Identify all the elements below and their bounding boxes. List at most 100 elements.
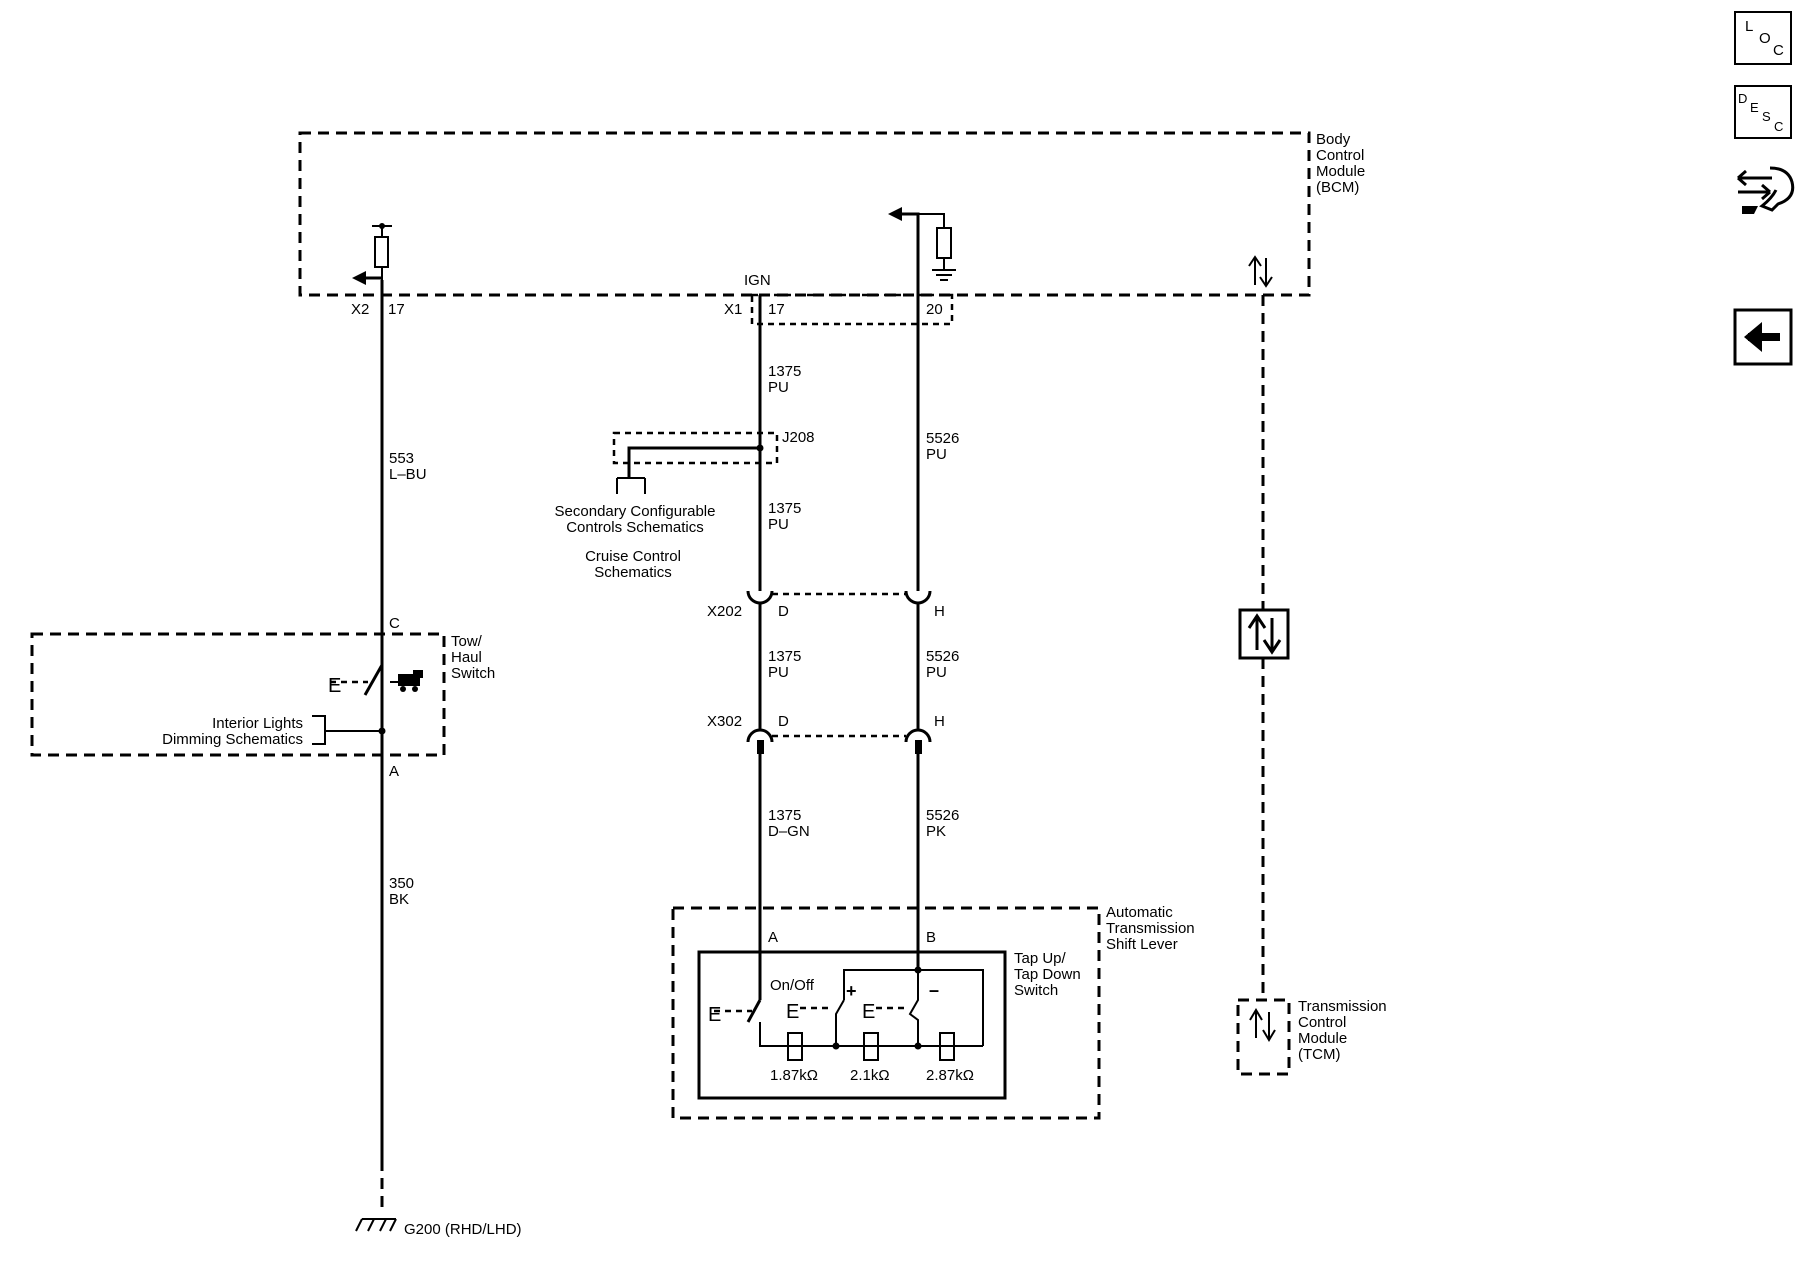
wire-1375c-num: 1375 (768, 648, 801, 665)
x1-connector-box (750, 293, 954, 326)
wrench-icon[interactable] (1737, 166, 1795, 214)
tow-pin-a: A (389, 763, 399, 780)
wire-1375b-color: PU (768, 516, 789, 533)
x2-connector: X2 (351, 301, 369, 318)
desc-letter-4: C (1774, 119, 1783, 134)
wire-5526a-num: 5526 (926, 430, 959, 447)
resistor-r1-icon (787, 1032, 803, 1061)
tow-label-3: Switch (451, 665, 495, 682)
tcm-label-4: (TCM) (1298, 1046, 1340, 1063)
wire-1375: 1375 PU 1375 PU (758, 295, 801, 591)
wire-1375-dgn: 1375 D–GN (758, 754, 810, 950)
resistor-r2-icon (863, 1032, 879, 1061)
shift-label-2: Transmission (1106, 920, 1195, 937)
bcm-module: Body Control Module (BCM) IGN (298, 131, 1365, 297)
wire-553-color: L–BU (389, 466, 427, 483)
x302-pin-h: H (934, 713, 945, 730)
bidirectional-arrow-icon (1248, 255, 1273, 288)
x202-pin-d: D (778, 603, 789, 620)
wire-350: 350 BK (380, 731, 414, 1210)
splice-name: J208 (782, 429, 815, 446)
onoff-e: E (708, 1004, 721, 1026)
desc-letter-2: E (1750, 100, 1759, 115)
connector-x302: X302 D H (707, 713, 945, 754)
desc-letter-3: S (1762, 109, 1771, 124)
back-button[interactable] (1733, 308, 1793, 366)
x1-pin: 17 (768, 301, 785, 318)
wire-5526b-num: 5526 (926, 648, 959, 665)
bcm-label-3: Module (1316, 163, 1365, 180)
tcm-label-1: Transmission (1298, 998, 1387, 1015)
resistor-r1-value: 1.87kΩ (770, 1067, 818, 1084)
wire-1375b-num: 1375 (768, 500, 801, 517)
shift-lever-module: Automatic Transmission Shift Lever Tap U… (671, 904, 1195, 1120)
wire-5526-x202-x302: 5526 PU (916, 604, 959, 730)
wire-1375a-num: 1375 (768, 363, 801, 380)
splice-ref2-line1: Cruise Control (585, 548, 681, 565)
plus-label: + (846, 981, 857, 1001)
tow-label-2: Haul (451, 649, 482, 666)
tow-pin-c: C (389, 615, 400, 632)
loc-button[interactable]: L O C (1734, 11, 1792, 65)
wire-1375d-color: D–GN (768, 823, 810, 840)
shift-sub-2: Tap Down (1014, 966, 1081, 983)
shift-label-3: Shift Lever (1106, 936, 1178, 953)
x1-connector: X1 (724, 301, 742, 318)
loc-letter-1: L (1745, 18, 1753, 35)
onoff-label: On/Off (770, 977, 815, 994)
ground-label: G200 (RHD/LHD) (404, 1221, 522, 1238)
wire-5526b-color: PU (926, 664, 947, 681)
splice-ref1-line1: Secondary Configurable (555, 503, 716, 520)
tcm-module: Transmission Control Module (TCM) (1236, 998, 1387, 1076)
resistor-r3-value: 2.87kΩ (926, 1067, 974, 1084)
x202-label: X202 (707, 603, 742, 620)
loc-letter-2: O (1759, 30, 1771, 47)
truck-icon (390, 670, 423, 692)
loc-letter-3: C (1773, 42, 1784, 59)
minus-label: – (929, 980, 939, 1000)
tow-haul-switch: C A Tow/ Haul Switch E Interior Lights D… (30, 615, 495, 780)
wire-350-color: BK (389, 891, 409, 908)
desc-button[interactable]: D E S C (1734, 85, 1792, 139)
connector-x202: X202 D H (707, 590, 945, 620)
shift-sub-1: Tap Up/ (1014, 950, 1067, 967)
wire-5526-pk: 5526 PK (916, 754, 959, 970)
minus-e: E (862, 1001, 875, 1023)
tow-e: E (328, 675, 341, 697)
shift-pin-b: B (926, 929, 936, 946)
ign-label: IGN (744, 272, 771, 289)
shift-pin-a: A (768, 929, 778, 946)
x302-pin-d: D (778, 713, 789, 730)
bcm-label-1: Body (1316, 131, 1351, 148)
splice-j208: J208 Secondary Configurable Controls Sch… (555, 429, 815, 581)
resistor-r3-icon (939, 1032, 955, 1061)
tow-ref-2: Dimming Schematics (162, 731, 303, 748)
wire-5526c-num: 5526 (926, 807, 959, 824)
x2-pin: 17 (388, 301, 405, 318)
x1-pin-20: 20 (926, 301, 943, 318)
resistor-icon (372, 225, 392, 280)
desc-letter-1: D (1738, 91, 1747, 106)
x202-pin-h: H (934, 603, 945, 620)
shift-label-1: Automatic (1106, 904, 1173, 921)
arrow-left-icon (352, 271, 382, 285)
wire-5526c-color: PK (926, 823, 946, 840)
tcm-label-3: Module (1298, 1030, 1347, 1047)
serial-data-line (1238, 295, 1290, 1000)
wire-1375d-num: 1375 (768, 807, 801, 824)
resistor-ground-icon (888, 207, 956, 281)
plus-e: E (786, 1001, 799, 1023)
wire-1375c-color: PU (768, 664, 789, 681)
wire-553-num: 553 (389, 450, 414, 467)
wire-1375a-color: PU (768, 379, 789, 396)
wire-350-num: 350 (389, 875, 414, 892)
shift-sub-3: Switch (1014, 982, 1058, 999)
x302-label: X302 (707, 713, 742, 730)
left-arrow-icon (1744, 322, 1762, 352)
ground-g200: G200 (RHD/LHD) (355, 1218, 522, 1238)
wire-1375-x202-x302: 1375 PU (758, 604, 801, 730)
wire-5526: 5526 PU (916, 214, 959, 591)
tcm-label-2: Control (1298, 1014, 1346, 1031)
wire-553: 553 L–BU (379, 223, 427, 728)
